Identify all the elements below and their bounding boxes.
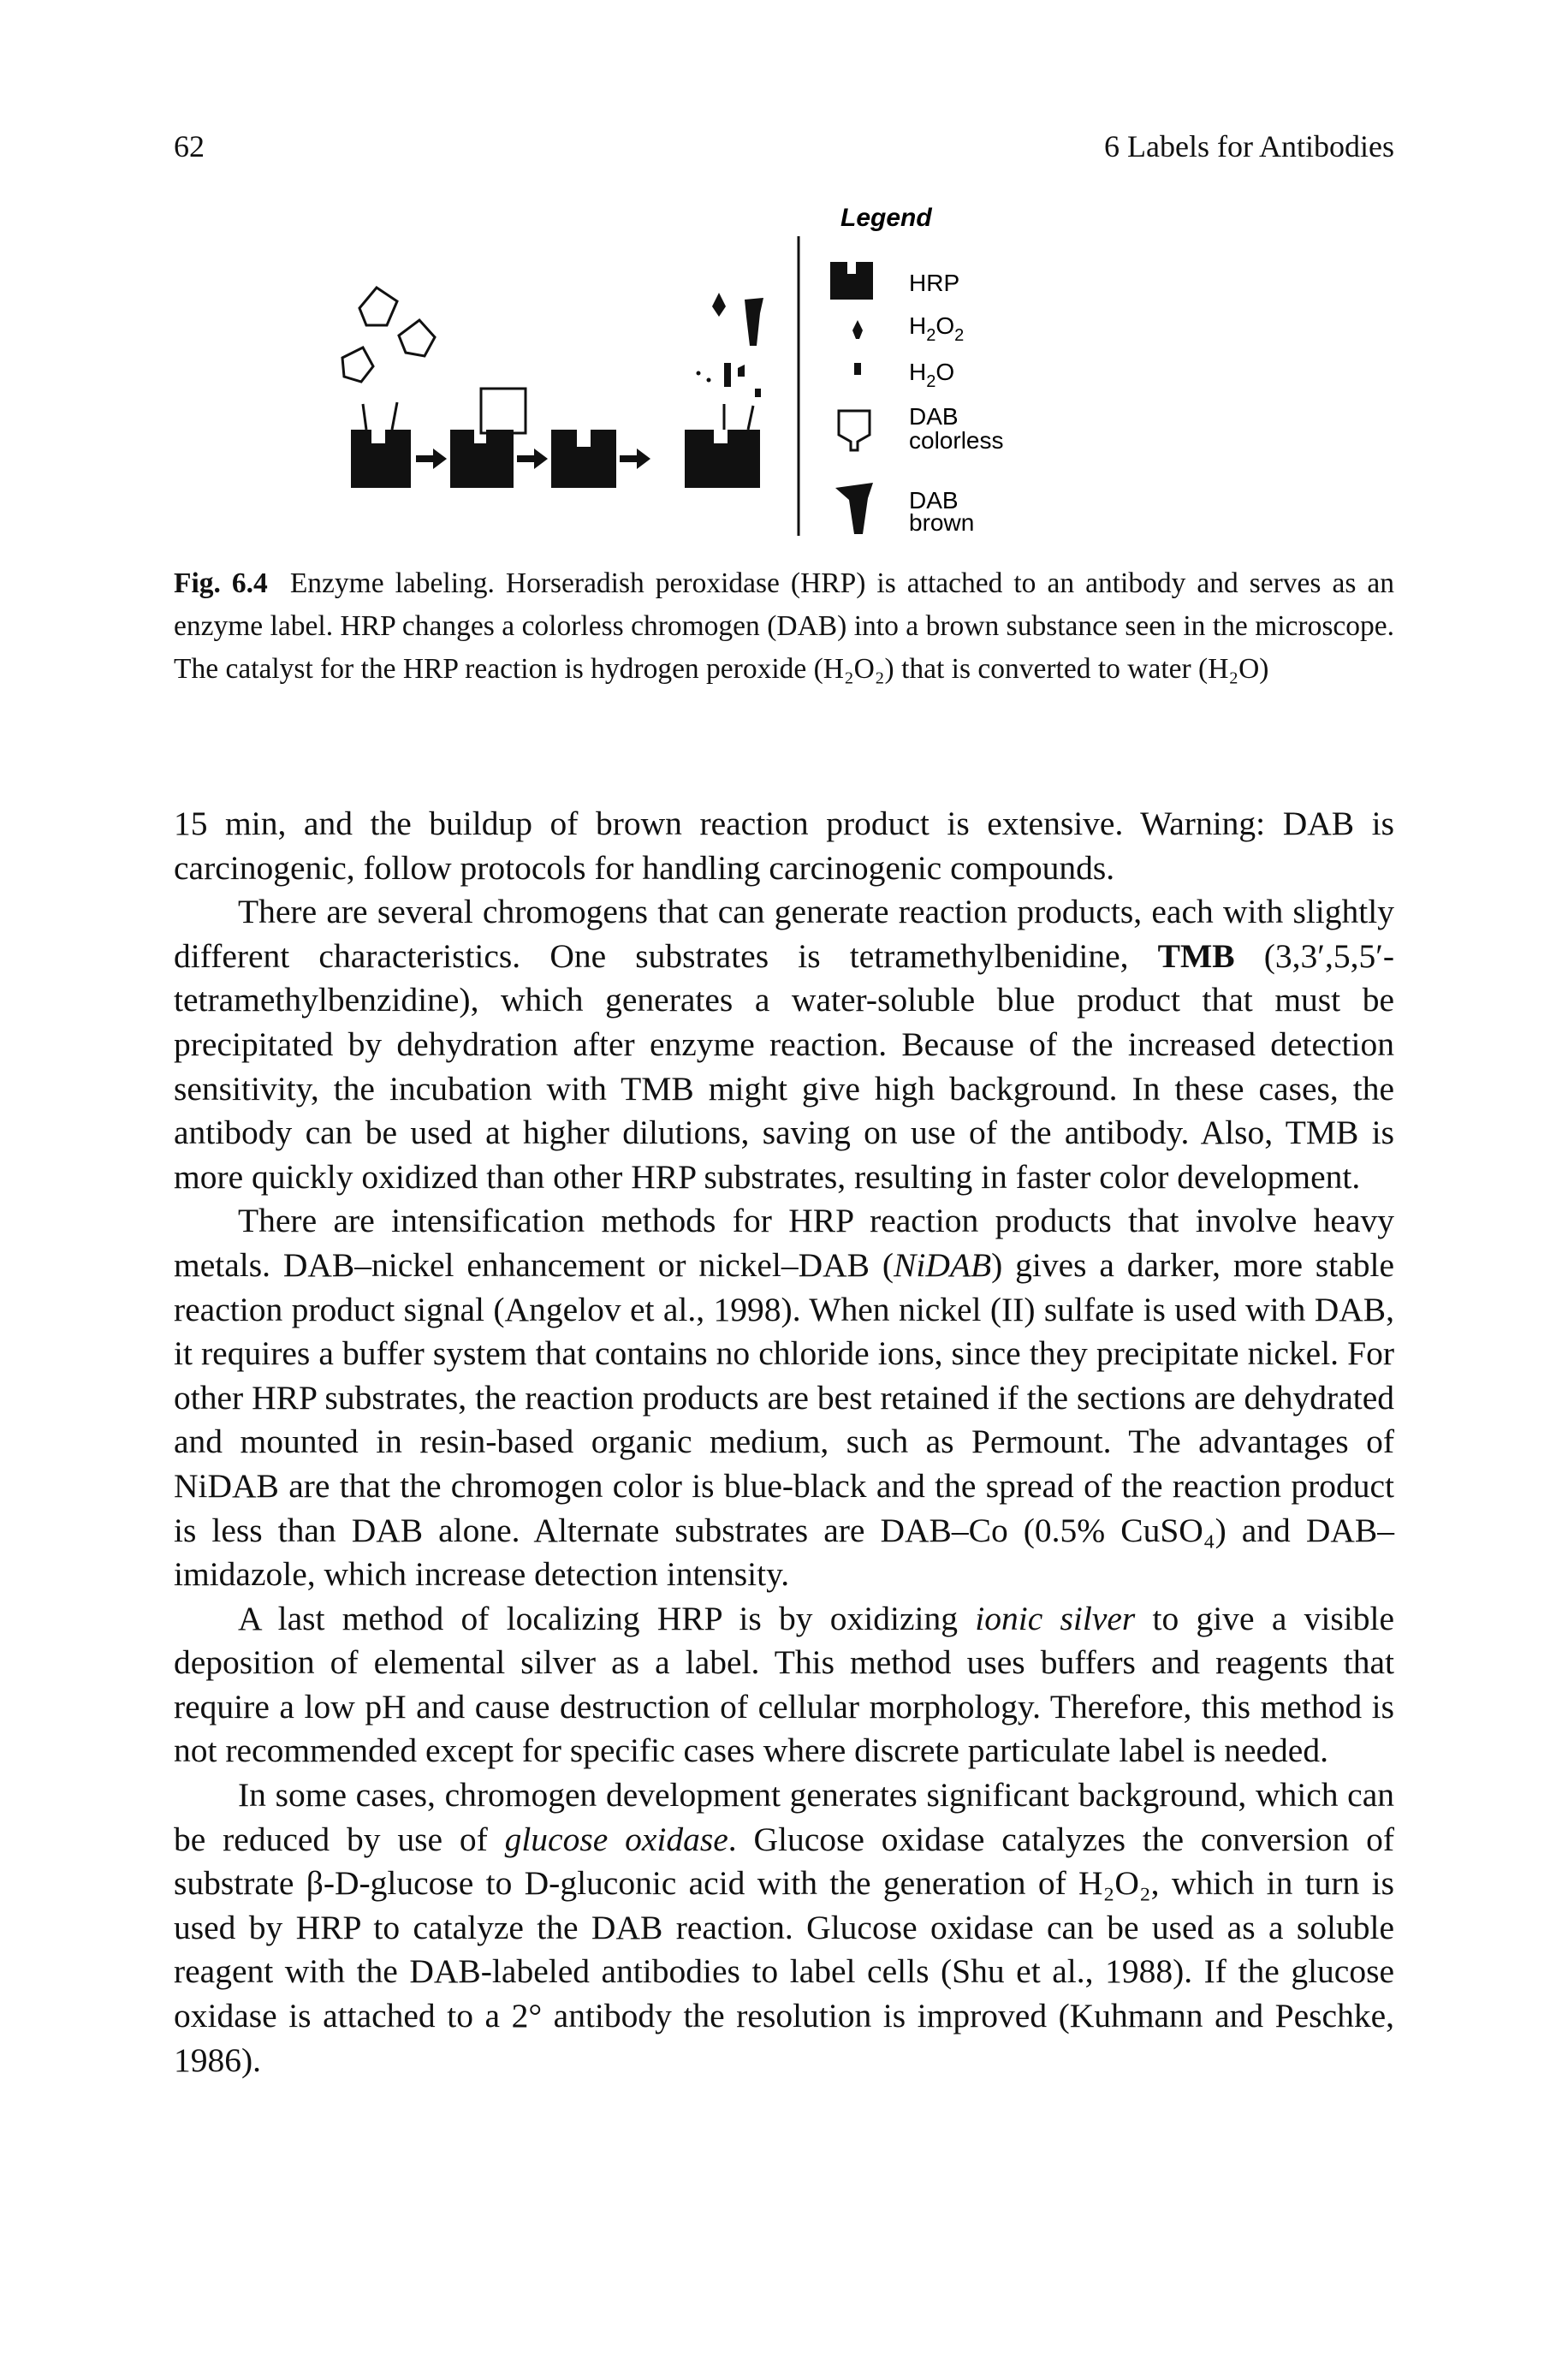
figure-label: Fig. 6.4 — [174, 567, 268, 599]
paragraph-3-part-2: ) gives a darker, more stable reaction p… — [174, 1245, 1394, 1594]
figure-caption: Fig. 6.4 Enzyme labeling. Horseradish pe… — [174, 562, 1394, 691]
legend-dab-brown-line2: brown — [909, 509, 974, 536]
paragraph-3: There are intensification methods for HR… — [174, 1199, 1394, 1596]
legend-title: Legend — [840, 205, 932, 232]
hrp-block — [450, 430, 514, 488]
legend-h2o2-icon — [852, 320, 863, 339]
arrow-icon — [416, 448, 447, 469]
paragraph-4-part-2: to give a visible deposition of elementa… — [174, 1599, 1394, 1770]
body-text: 15 min, and the buildup of brown reactio… — [174, 802, 1394, 2082]
page-header: 62 6 Labels for Antibodies — [174, 128, 1394, 166]
dab-brown-molecule — [745, 298, 763, 346]
h2o2-icon — [712, 293, 726, 317]
stage-2 — [450, 387, 527, 488]
paragraph-1: 15 min, and the buildup of brown reactio… — [174, 805, 1394, 887]
paragraph-2-part-1: There are several chromogens that can ge… — [174, 893, 1394, 975]
dot — [696, 371, 701, 376]
paragraph-3-part-1: There are intensification methods for HR… — [174, 1202, 1394, 1284]
paragraph-5: In some cases, chromogen development gen… — [174, 1773, 1394, 2082]
page-number: 62 — [174, 129, 205, 163]
legend-hrp-label: HRP — [909, 270, 959, 296]
paragraph-2-part-2: (3,3′,5,5′-tetramethylbenzidine), which … — [174, 936, 1394, 1196]
legend-dab-colorless-line1: DAB — [909, 403, 959, 430]
paragraph-5-part-2: . Glucose oxidase catalyzes the conversi… — [174, 1820, 1394, 2079]
arrow-icon — [517, 448, 548, 469]
hrp-block — [351, 430, 411, 488]
figure-diagram: Legend HRP H2O2 H2O DAB colorless DAB br… — [341, 205, 1003, 536]
h2o-icon — [738, 365, 745, 377]
legend-dab-colorless-icon — [837, 409, 871, 452]
nidab-term: NiDAB — [894, 1245, 992, 1284]
stage-4 — [685, 293, 763, 488]
bond-line — [746, 405, 755, 431]
arrow-icon — [620, 448, 650, 469]
legend-dab-brown-line1: DAB — [909, 487, 959, 514]
legend-dab-brown-icon — [835, 483, 873, 534]
hrp-block — [551, 430, 616, 488]
h2o-icon — [755, 389, 761, 397]
figure-enzyme-labeling: Legend HRP H2O2 H2O DAB colorless DAB br… — [291, 205, 1258, 582]
legend-h2o-icon — [854, 363, 861, 375]
legend-h2o2-label: H2O2 — [909, 312, 964, 345]
figure-caption-text: Enzyme labeling. Horseradish peroxidase … — [174, 567, 1394, 685]
running-title: 6 Labels for Antibodies — [1104, 129, 1394, 163]
dab-colorless-molecule — [397, 318, 437, 358]
paragraph-5-part-1: In some cases, chromogen development gen… — [174, 1776, 1394, 1858]
h2o2-icon — [724, 363, 731, 387]
dab-colorless-molecule — [358, 286, 399, 327]
paragraph-4-part-1: A last method of localizing HRP is by ox… — [238, 1599, 976, 1637]
paragraph-4: A last method of localizing HRP is by ox… — [174, 1597, 1394, 1773]
legend-hrp-icon — [830, 262, 873, 300]
legend: Legend HRP H2O2 H2O DAB colorless DAB br… — [830, 205, 1003, 536]
dab-colorless-molecule — [479, 387, 527, 435]
paragraph-2: There are several chromogens that can ge… — [174, 890, 1394, 1199]
dab-colorless-molecule — [341, 346, 375, 383]
glucose-oxidase-term: glucose oxidase — [504, 1820, 728, 1858]
legend-dab-colorless-line2: colorless — [909, 427, 1003, 454]
legend-h2o-label: H2O — [909, 359, 954, 391]
dot — [706, 377, 711, 383]
hrp-block — [685, 430, 760, 488]
bond-line — [390, 401, 399, 431]
tmb-term: TMB — [1157, 936, 1235, 975]
ionic-silver-term: ionic silver — [975, 1599, 1136, 1637]
bond-line — [361, 403, 368, 431]
stage-3 — [551, 430, 616, 488]
stage-1 — [341, 286, 437, 488]
